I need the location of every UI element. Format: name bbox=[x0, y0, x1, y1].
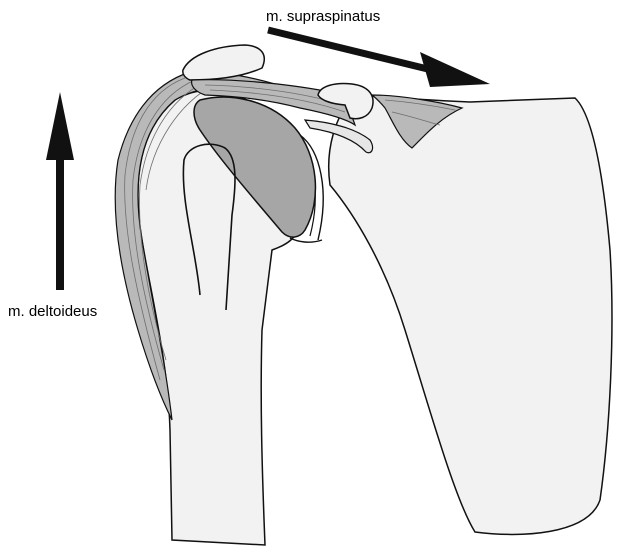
scapula bbox=[329, 95, 612, 534]
acromion bbox=[183, 45, 264, 80]
deltoideus-arrowhead bbox=[46, 92, 74, 160]
deltoideus-arrow-shaft bbox=[56, 150, 64, 290]
supraspinatus-arrow-shaft bbox=[268, 30, 440, 72]
label-supraspinatus: m. supraspinatus bbox=[266, 8, 380, 25]
glenoid-lower-notch bbox=[290, 238, 322, 242]
supraspinatus-arrowhead bbox=[420, 52, 490, 87]
label-deltoideus: m. deltoideus bbox=[8, 303, 97, 320]
